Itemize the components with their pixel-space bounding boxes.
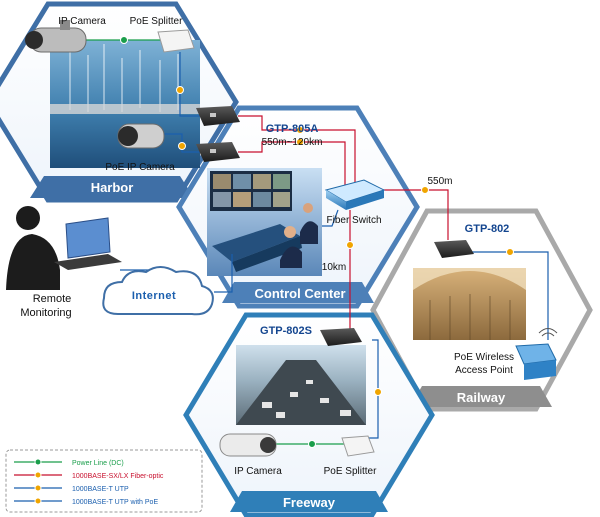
legend-box [5, 449, 203, 513]
fiber-switch [324, 179, 386, 210]
connector-nodes [120, 36, 514, 448]
freeway-zone: Freeway [183, 312, 435, 517]
gtp-805a-label: GTP-805A [266, 123, 319, 135]
legend-item-fiber: 1000BASE-SX/LX Fiber-optic [14, 471, 164, 480]
ip-camera-top [25, 20, 87, 53]
poe-splitter-bottom [341, 435, 375, 457]
gtp-802-label: GTP-802 [465, 223, 510, 235]
remote-label-line2: Monitoring [20, 307, 71, 319]
wireless-ap-label-line2: Access Point [455, 365, 513, 376]
harbor-label-band [30, 176, 194, 198]
legend-item-utp-poe: 1000BASE-T UTP with PoE [14, 497, 158, 506]
gtp-802s-label: GTP-802S [260, 325, 312, 337]
railway-label: Railway [457, 390, 506, 405]
gtp-802-converter [434, 240, 474, 258]
poe-line-harbor-top [179, 52, 202, 117]
remote-user [6, 206, 122, 290]
legend-item-utp: 1000BASE-T UTP [14, 484, 129, 493]
control-center-label-band [222, 282, 374, 303]
distance-10km-label: 10km [322, 262, 346, 273]
control-center-videowall [210, 171, 292, 211]
fiber-line-805a-top [238, 115, 356, 186]
poe-ip-camera [117, 123, 165, 149]
legend: Power Line (DC) 1000BASE-SX/LX Fiber-opt… [5, 449, 203, 513]
fiber-switch-label: Fiber Switch [326, 215, 381, 226]
operator-head [284, 226, 296, 238]
wireless-ap-label-line1: PoE Wireless [454, 352, 514, 363]
legend-label-power: Power Line (DC) [72, 460, 124, 467]
legend-label-fiber: 1000BASE-SX/LX Fiber-optic [72, 473, 164, 480]
internet-cloud [102, 266, 214, 316]
gtp-805a-converter-top [196, 106, 240, 126]
freeway-label: Freeway [283, 495, 336, 510]
harbor-zone: Harbor [0, 1, 239, 203]
connections [86, 39, 549, 445]
harbor-label: Harbor [91, 180, 134, 195]
ip-camera-bottom-label: IP Camera [234, 466, 282, 477]
poe-line-railway [466, 251, 549, 340]
harbor-masts [69, 44, 179, 112]
utp-line-operators [322, 209, 339, 227]
remote-label-line1: Remote [33, 293, 72, 305]
legend-label-utp: 1000BASE-T UTP [72, 486, 129, 493]
legend-label-utp-poe: 1000BASE-T UTP with PoE [72, 499, 158, 506]
railway-label-band [410, 386, 552, 407]
poe-splitter-top-label: PoE Splitter [130, 16, 183, 27]
fiber-line-railway [380, 189, 449, 240]
freeway-label-band [230, 491, 388, 512]
gtp-805a-converter-bottom [196, 142, 240, 162]
poe-splitter-top [157, 29, 195, 53]
gtp-802s-converter [320, 328, 362, 346]
ip-camera-top-label: IP Camera [58, 16, 106, 27]
poe-splitter-bottom-label: PoE Splitter [324, 466, 377, 477]
control-center-label: Control Center [255, 286, 346, 301]
gtp-805a-range: 550m~120km [262, 137, 323, 148]
distance-550m-label: 550m [427, 176, 452, 187]
legend-item-power: Power Line (DC) [14, 458, 124, 467]
utp-line-internet [214, 254, 233, 293]
poe-wireless-access-point [515, 328, 558, 380]
poe-ip-camera-label: PoE IP Camera [105, 162, 175, 173]
internet-label: Internet [132, 290, 176, 302]
fiber-line-805a-bottom [238, 141, 346, 186]
ip-camera-bottom [219, 433, 277, 457]
